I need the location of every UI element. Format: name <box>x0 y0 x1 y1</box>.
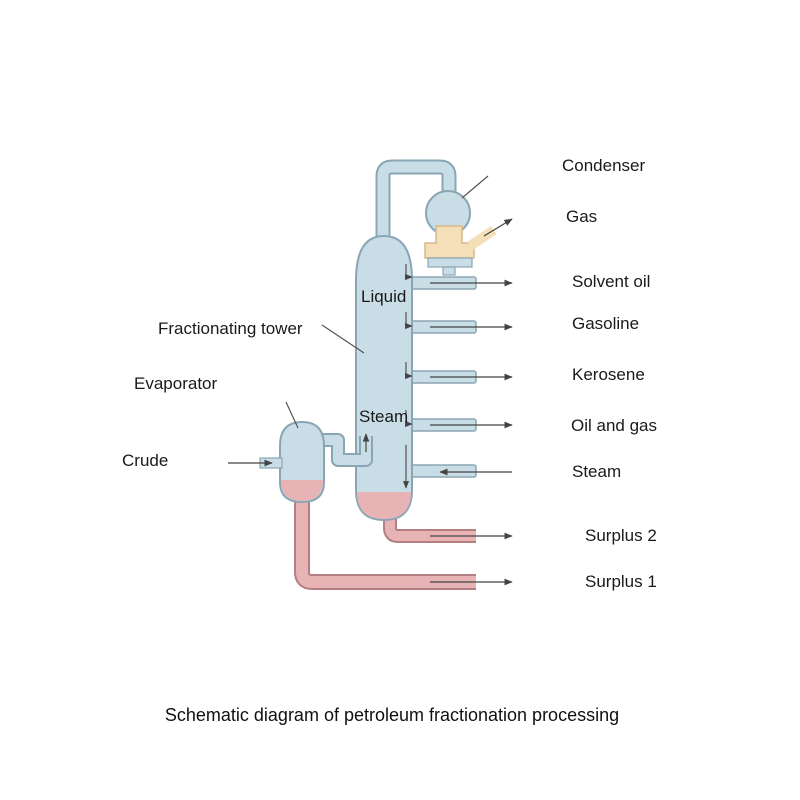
label-liquid: Liquid <box>361 287 406 306</box>
label-gas: Gas <box>566 207 597 226</box>
evaporator-residue <box>281 480 323 501</box>
diagram-caption: Schematic diagram of petroleum fractiona… <box>165 705 619 725</box>
label-fractionating-tower: Fractionating tower <box>158 319 303 338</box>
steam-inlet-pipe <box>407 464 477 478</box>
gas-arrow <box>483 218 513 237</box>
condenser-pointer <box>461 175 489 199</box>
label-solvent-oil: Solvent oil <box>572 272 650 291</box>
label-crude: Crude <box>122 451 168 470</box>
label-gasoline: Gasoline <box>572 314 639 333</box>
evaporator-pointer <box>285 401 299 429</box>
liquid-flow-arrow-1 <box>405 264 413 281</box>
label-surplus-1: Surplus 1 <box>585 572 657 591</box>
liquid-flow-arrow-2 <box>405 312 413 330</box>
label-oil-and-gas: Oil and gas <box>571 416 657 435</box>
liquid-flow-arrow-4 <box>405 410 413 428</box>
fractionating-tower <box>355 234 413 522</box>
tower-bottom-residue <box>357 492 411 519</box>
condensate-collector <box>424 225 475 259</box>
liquid-flow-arrow-3 <box>405 362 413 380</box>
label-evaporator: Evaporator <box>134 374 217 393</box>
label-kerosene: Kerosene <box>572 365 645 384</box>
label-condenser: Condenser <box>562 156 646 175</box>
label-steam-outside: Steam <box>572 462 621 481</box>
label-steam-inside: Steam <box>359 407 408 426</box>
label-surplus-2: Surplus 2 <box>585 526 657 545</box>
tower-pointer <box>321 324 365 354</box>
